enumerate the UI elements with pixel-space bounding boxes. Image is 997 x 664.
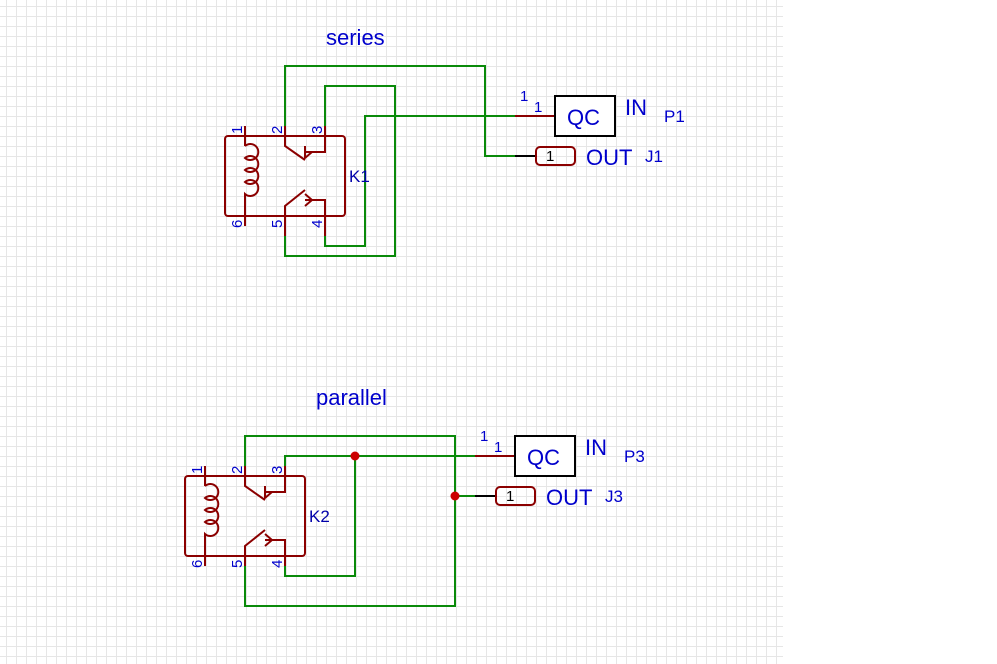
- j1-body: [535, 146, 576, 166]
- p3-pin-inner: 1: [494, 439, 502, 456]
- relay-k2-pinnum-6: 6: [189, 560, 206, 568]
- input-connector-p3[interactable]: QC 1 1 IN P3: [475, 428, 645, 477]
- relay-k2[interactable]: 1 2 3 4 5 6 K2: [184, 466, 330, 568]
- output-connector-j3[interactable]: 1 OUT J3: [475, 485, 623, 510]
- p1-pin-inner: 1: [534, 99, 542, 116]
- j3-body: [495, 486, 536, 506]
- relay-k2-pinnum-4: 4: [269, 560, 286, 568]
- relay-k1[interactable]: 1 2 3 4 5 6 K1: [224, 126, 370, 236]
- junction-in: [350, 451, 360, 461]
- wire-pin4-to-in[interactable]: [284, 456, 356, 577]
- relay-k1-pinnum-3: 3: [309, 126, 326, 134]
- relay-k2-pinnum-3: 3: [269, 466, 286, 474]
- relay-k2-arrow-a: [264, 486, 273, 501]
- output-connector-j1[interactable]: 1 OUT J1: [515, 145, 663, 170]
- wire-pin3-to-in[interactable]: [284, 455, 475, 476]
- j1-net-label: OUT: [586, 145, 632, 170]
- p1-name: QC: [567, 105, 600, 130]
- wire-pin5-to-out[interactable]: [244, 496, 456, 607]
- j3-net-label: OUT: [546, 485, 592, 510]
- relay-k2-pinnum-5: 5: [229, 560, 246, 568]
- relay-k1-pinnum-6: 6: [229, 220, 246, 228]
- relay-k2-contact-a: [265, 476, 286, 493]
- parallel-wires: [244, 435, 495, 607]
- parallel-title: parallel: [316, 385, 387, 410]
- series-title: series: [326, 25, 385, 50]
- p1-box: [554, 95, 616, 137]
- j1-pin: 1: [546, 148, 554, 165]
- p3-box: [514, 435, 576, 477]
- relay-k2-pinnum-1: 1: [189, 466, 206, 474]
- relay-k1-pinnum-2: 2: [269, 126, 286, 134]
- parallel-section: parallel: [184, 385, 645, 607]
- p1-net-label: IN: [625, 95, 647, 120]
- j1-ref: J1: [645, 147, 663, 166]
- j3-pin: 1: [506, 488, 514, 505]
- junction-out: [450, 491, 460, 501]
- relay-k1-pinnum-1: 1: [229, 126, 246, 134]
- relay-k2-body: [184, 475, 306, 557]
- p3-name: QC: [527, 445, 560, 470]
- relay-k1-pinnum-4: 4: [309, 220, 326, 228]
- wire-pin4-to-in[interactable]: [324, 115, 515, 247]
- relay-k1-ref: K1: [349, 167, 370, 186]
- p1-ref: P1: [664, 107, 685, 126]
- p3-pin-outer: 1: [480, 428, 488, 445]
- input-connector-p1[interactable]: QC 1 1 IN P1: [515, 88, 685, 137]
- relay-k2-switch-a: [244, 476, 266, 501]
- relay-k2-arrow-b: [264, 533, 274, 547]
- j3-ref: J3: [605, 487, 623, 506]
- relay-k2-pinnum-2: 2: [229, 466, 246, 474]
- wire-pin2-to-out[interactable]: [284, 65, 515, 157]
- relay-k1-arrow-b: [304, 193, 314, 207]
- series-wires: [284, 65, 515, 257]
- relay-k1-contact-a: [305, 136, 326, 153]
- p3-ref: P3: [624, 447, 645, 466]
- relay-k2-switch-b: [244, 529, 266, 556]
- relay-k1-switch-b: [284, 189, 306, 216]
- relay-k1-body: [224, 135, 346, 217]
- relay-k1-coil-icon: [243, 143, 260, 206]
- schematic-grid: [0, 0, 783, 664]
- relay-k1-arrow-a: [304, 146, 313, 161]
- p1-pin-outer: 1: [520, 88, 528, 105]
- p3-net-label: IN: [585, 435, 607, 460]
- relay-k1-pinnum-5: 5: [269, 220, 286, 228]
- wire-pin2-to-out[interactable]: [244, 435, 495, 497]
- relay-k2-ref: K2: [309, 507, 330, 526]
- wire-pin3-to-pin5[interactable]: [284, 85, 396, 257]
- relay-k1-switch-a: [284, 136, 306, 161]
- series-section: series: [224, 25, 685, 257]
- relay-k2-coil-icon: [203, 483, 220, 546]
